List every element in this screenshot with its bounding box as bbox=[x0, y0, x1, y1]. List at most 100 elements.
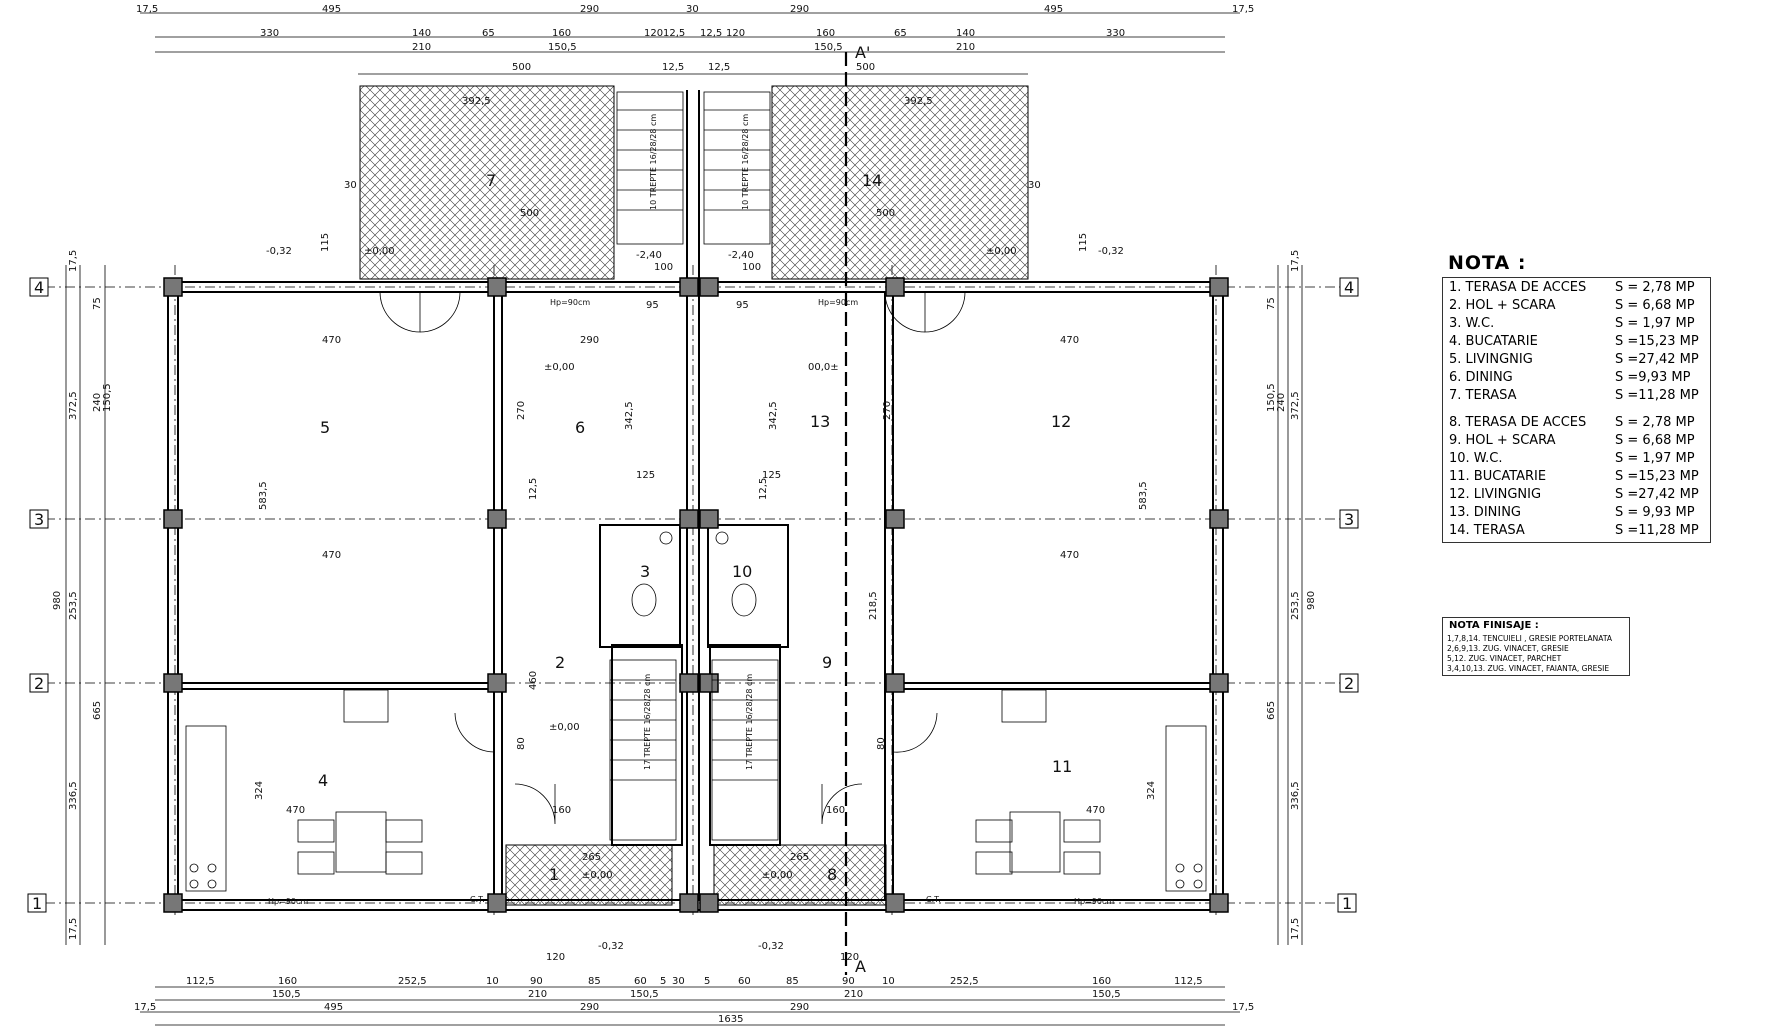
nota-room-name: 7. TERASA bbox=[1449, 388, 1517, 403]
doors bbox=[379, 291, 966, 825]
dim-bottom-1-13: 10 bbox=[882, 976, 895, 987]
ct-label-right: C.T. bbox=[926, 895, 941, 904]
dim-bottom-1-3: 10 bbox=[486, 976, 499, 987]
nota-room-name: 14. TERASA bbox=[1449, 523, 1525, 538]
dim-int-21: 160 bbox=[552, 805, 571, 816]
dim-bottom-2-4: 150,5 bbox=[1092, 989, 1121, 1000]
nota-room-area: S = 1,97 MP bbox=[1615, 316, 1695, 331]
dim-int-20: 324 bbox=[1146, 781, 1157, 800]
dim-top-1-6: 17,5 bbox=[1232, 4, 1254, 15]
axis-label-2-left: 2 bbox=[34, 674, 44, 693]
dim-top-1-0: 17,5 bbox=[136, 4, 158, 15]
dim-top-2-4: 120 bbox=[644, 28, 663, 39]
dim-int-29: 80 bbox=[516, 737, 527, 750]
dim-top-3-2: 150,5 bbox=[814, 42, 843, 53]
window-note-4: Hp=90cm bbox=[818, 298, 858, 307]
room-number-4: 4 bbox=[318, 771, 328, 790]
dim-bottom-1-10: 60 bbox=[738, 976, 751, 987]
dim-top-2-1: 140 bbox=[412, 28, 431, 39]
terrace-rear-right bbox=[771, 85, 1029, 280]
terrace-rear-left bbox=[359, 85, 615, 280]
level-mark-terrace-left: ±0,00 bbox=[364, 246, 395, 257]
room-number-1: 1 bbox=[549, 865, 559, 884]
room-number-8: 8 bbox=[827, 865, 837, 884]
dim-top-3-0: 210 bbox=[412, 42, 431, 53]
nota-room-name: 6. DINING bbox=[1449, 370, 1513, 385]
nota-room-name: 1. TERASA DE ACCES bbox=[1449, 280, 1587, 295]
dim-left-outer-2: 253,5 bbox=[68, 591, 79, 620]
nota-room-name: 2. HOL + SCARA bbox=[1449, 298, 1556, 313]
dim-right-inner-2: 150,5 bbox=[1266, 383, 1277, 412]
axis-label-2-right: 2 bbox=[1344, 674, 1354, 693]
dim-bottom-3-4: 17,5 bbox=[1232, 1002, 1254, 1013]
dim-int-40: 115 bbox=[1078, 233, 1089, 252]
dim-left-inner-3: 665 bbox=[92, 701, 103, 720]
room-number-11: 11 bbox=[1052, 757, 1072, 776]
dim-right-inner-0: 75 bbox=[1266, 297, 1277, 310]
room-number-12: 12 bbox=[1051, 412, 1071, 431]
stair-note-lower-right: 17 TREPTE 16/28/28 cm bbox=[745, 674, 754, 770]
window-note-3: Hp=90cm bbox=[550, 298, 590, 307]
stair-note-upper-right: 10 TREPTE 16/28/28 cm bbox=[741, 114, 750, 210]
nota-room-area: S =9,93 MP bbox=[1615, 370, 1691, 385]
room-number-2: 2 bbox=[555, 653, 565, 672]
dim-int-6: 342,5 bbox=[624, 401, 635, 430]
dim-left-inner-0: 75 bbox=[92, 297, 103, 310]
nota-room-name: 10. W.C. bbox=[1449, 451, 1503, 466]
axis-label-3-right: 3 bbox=[1344, 510, 1354, 529]
dim-int-5: 270 bbox=[516, 401, 527, 420]
level-mark-dining-right: 00,0± bbox=[808, 362, 839, 373]
dim-bottom-total: 1635 bbox=[718, 1014, 743, 1025]
dim-right-outer-4: 17,5 bbox=[1290, 918, 1301, 940]
finishes-legend: NOTA FINISAJE : 1,7,8,14. TENCUIELI , GR… bbox=[1442, 617, 1630, 676]
room-number-5: 5 bbox=[320, 418, 330, 437]
dim-top-2-2: 65 bbox=[482, 28, 495, 39]
dim-top-2-10: 140 bbox=[956, 28, 975, 39]
dim-int-35: 100 bbox=[654, 262, 673, 273]
dim-top-2-9: 65 bbox=[894, 28, 907, 39]
dim-left-inner-1: 240 bbox=[92, 393, 103, 412]
nota-room-name: 12. LIVINGNIG bbox=[1449, 487, 1542, 502]
dim-int-39: 115 bbox=[320, 233, 331, 252]
dim-bottom-1-15: 160 bbox=[1092, 976, 1111, 987]
dim-bottom-2-2: 150,5 bbox=[630, 989, 659, 1000]
level-mark-left-rear: -0,32 bbox=[266, 246, 292, 257]
dim-bottom-1-14: 252,5 bbox=[950, 976, 979, 987]
room-number-6: 6 bbox=[575, 418, 585, 437]
dim-bottom-1-2: 252,5 bbox=[398, 976, 427, 987]
finishes-row: 1,7,8,14. TENCUIELI , GRESIE PORTELANATA bbox=[1447, 634, 1612, 643]
dim-bottom-3-0: 17,5 bbox=[134, 1002, 156, 1013]
dim-int-17: 218,5 bbox=[868, 591, 879, 620]
dim-bottom-2-3: 210 bbox=[844, 989, 863, 1000]
nota-room-area: S = 1,97 MP bbox=[1615, 451, 1695, 466]
dim-int-23: 470 bbox=[286, 805, 305, 816]
dim-int-9: 583,5 bbox=[258, 481, 269, 510]
dim-right-outer-3: 336,5 bbox=[1290, 781, 1301, 810]
section-label-a-prime: A' bbox=[855, 43, 870, 62]
dim-top-4-0: 500 bbox=[512, 62, 531, 73]
finishes-title: NOTA FINISAJE : bbox=[1449, 620, 1539, 631]
dim-left-outer-0: 17,5 bbox=[68, 250, 79, 272]
axis-label-4-right: 4 bbox=[1344, 278, 1354, 297]
stair-note-lower-left: 17 TREPTE 16/28/28 cm bbox=[643, 674, 652, 770]
room-number-7: 7 bbox=[486, 171, 496, 190]
dim-top-2-8: 160 bbox=[816, 28, 835, 39]
dim-bottom-1-5: 85 bbox=[588, 976, 601, 987]
dim-int-12: 125 bbox=[762, 470, 781, 481]
nota-room-area: S = 6,68 MP bbox=[1615, 433, 1695, 448]
dim-top-3-3: 210 bbox=[956, 42, 975, 53]
columns bbox=[163, 277, 1229, 913]
dim-int-15: 12,5 bbox=[528, 478, 539, 500]
stairs bbox=[609, 91, 779, 841]
dim-bottom-3-1: 495 bbox=[324, 1002, 343, 1013]
dim-int-33: 500 bbox=[520, 208, 539, 219]
nota-room-name: 4. BUCATARIE bbox=[1449, 334, 1538, 349]
nota-room-area: S = 9,93 MP bbox=[1615, 505, 1695, 520]
dim-top-4-3: 500 bbox=[856, 62, 875, 73]
level-mark-right-front: -0,32 bbox=[758, 941, 784, 952]
nota-room-name: 3. W.C. bbox=[1449, 316, 1495, 331]
dim-top-2-5: 12,5 bbox=[663, 28, 685, 39]
finishes-row: 5,12. ZUG. VINACET, PARCHET bbox=[1447, 654, 1562, 663]
dim-right-inner-3: 665 bbox=[1266, 701, 1277, 720]
